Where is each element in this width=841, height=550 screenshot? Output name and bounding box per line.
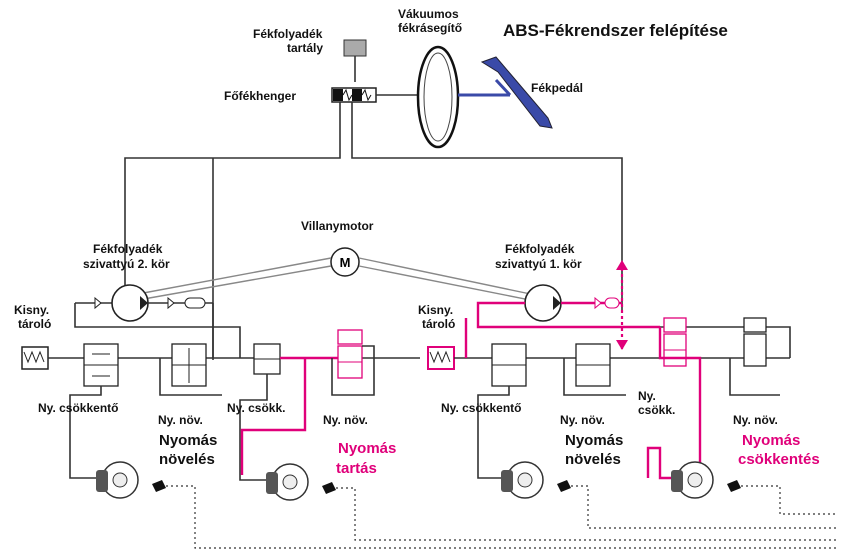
valve-r2 xyxy=(563,343,626,396)
sensor-wires xyxy=(166,485,838,549)
brake-disc-r1 xyxy=(501,461,571,499)
valve-l3-label: Ny. csökk. xyxy=(227,401,285,415)
accumulator-right-label-2: tároló xyxy=(422,317,455,331)
pump-left xyxy=(75,284,213,322)
motor-label: Villanymotor xyxy=(301,219,374,233)
state-r1-line1: Nyomás xyxy=(565,432,623,449)
brake-disc-r2 xyxy=(671,461,741,499)
brake-fluid-tank xyxy=(343,39,367,82)
valve-l4-pink xyxy=(280,329,375,396)
accumulator-left-label-1: Kisny. xyxy=(14,303,49,317)
state-r2-line1: Nyomás xyxy=(742,432,800,449)
pump-left-label-1: Fékfolyadék xyxy=(93,242,163,256)
valve-r4 xyxy=(729,317,780,396)
master-cylinder xyxy=(331,87,420,103)
pump-right-label-1: Fékfolyadék xyxy=(505,242,575,256)
state-l1-line2: növelés xyxy=(159,451,215,468)
valve-r3-label-1: Ny. xyxy=(638,389,656,403)
pump-right xyxy=(476,284,622,322)
tank-label-1: Fékfolyadék xyxy=(253,27,323,41)
master-cylinder-label: Főfékhenger xyxy=(224,89,296,103)
diagram-title: ABS-Fékrendszer felépítése xyxy=(503,21,728,40)
brake-pedal xyxy=(480,56,553,129)
valve-l4-label: Ny. növ. xyxy=(323,413,368,427)
brake-disc-l2 xyxy=(266,463,336,501)
valve-l1-label: Ny. csökkentő xyxy=(38,401,118,415)
pump-right-label-2: szivattyú 1. kör xyxy=(495,257,582,271)
valve-l3 xyxy=(239,343,281,481)
accumulator-left-label-2: tároló xyxy=(18,317,51,331)
valve-r4-label: Ny. növ. xyxy=(733,413,778,427)
valve-r3-label-2: csökk. xyxy=(638,403,675,417)
electric-motor: M xyxy=(137,247,541,303)
state-l2-line2: tartás xyxy=(336,460,377,477)
valve-l2 xyxy=(159,343,222,396)
booster-label-2: fékrásegítő xyxy=(398,21,462,35)
valve-l2-label: Ny. növ. xyxy=(158,413,203,427)
motor-symbol: M xyxy=(340,255,351,270)
vacuum-booster xyxy=(416,45,510,149)
valve-r1-label: Ny. csökkentő xyxy=(441,401,521,415)
state-r2-line2: csökkentés xyxy=(738,451,820,468)
state-r1-line2: növelés xyxy=(565,451,621,468)
booster-label-1: Vákuumos xyxy=(398,7,459,21)
pump-left-label-2: szivattyú 2. kör xyxy=(83,257,170,271)
state-l1-line1: Nyomás xyxy=(159,432,217,449)
valve-r1 xyxy=(477,343,527,479)
tank-label-2: tartály xyxy=(287,41,323,55)
accumulator-right-label-1: Kisny. xyxy=(418,303,453,317)
pedal-label: Fékpedál xyxy=(531,81,583,95)
valve-r2-label: Ny. növ. xyxy=(560,413,605,427)
valve-l1 xyxy=(69,343,119,479)
brake-disc-l1 xyxy=(96,461,166,499)
state-l2-line1: Nyomás xyxy=(338,440,396,457)
